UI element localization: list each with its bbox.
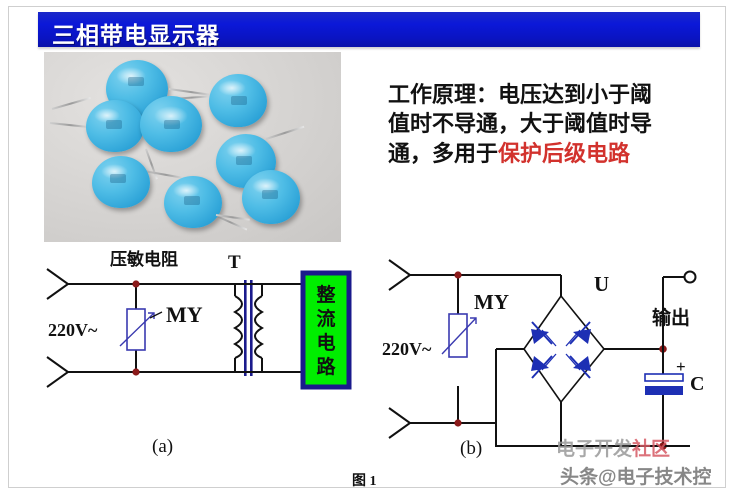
varistor-arrow-a <box>119 312 155 347</box>
figure-caption: 图 1 <box>352 474 377 489</box>
varistor-label-b: MY <box>474 290 509 314</box>
ac-terminal-b-top <box>388 259 458 291</box>
varistor-photo <box>44 52 341 242</box>
source-label-b: 220V~ <box>382 339 432 359</box>
capacitor-plate-negative <box>645 386 683 395</box>
varistor-lead <box>265 125 305 140</box>
varistor-label-a: MY <box>166 302 203 327</box>
rectifier-block-char-2: 流 <box>316 307 335 330</box>
varistor-disc <box>168 74 267 127</box>
varistor-disc <box>215 170 300 224</box>
circuit-a-label: (a) <box>152 436 173 457</box>
output-terminal-plus <box>683 270 697 284</box>
transformer-secondary <box>254 284 265 372</box>
ac-terminal-a-bottom <box>46 356 136 388</box>
watermark-community-black: 电子开发 <box>556 439 633 460</box>
capacitor-polarity-label: + <box>676 357 686 376</box>
principle-red-text: 保护后级电路 <box>498 140 631 166</box>
rectifier-block-char-4: 路 <box>316 355 336 378</box>
varistor-arrowhead-a <box>148 312 155 319</box>
transformer-label: T <box>228 252 241 273</box>
bridge-diamond-wires <box>523 295 605 403</box>
my-leader-a <box>149 311 163 319</box>
bridge-label: U <box>594 272 609 296</box>
varistor-disc <box>164 176 248 231</box>
watermark-community: 电子开发社区 <box>556 434 670 461</box>
capacitor-plate-positive <box>644 373 684 382</box>
transformer-core <box>244 280 253 376</box>
transformer-primary <box>232 284 243 372</box>
capacitor-label: C <box>690 373 704 395</box>
junction-dot <box>132 368 140 376</box>
varistor-disc <box>49 97 144 152</box>
junction-dot <box>454 419 462 427</box>
junction-dot <box>454 271 462 279</box>
varistor-arrowhead-b <box>470 317 477 324</box>
bridge-diode-bottom-right <box>565 353 591 379</box>
bridge-diode-bottom-left <box>531 353 557 379</box>
circuit-b-label: (b) <box>460 438 482 459</box>
varistor-lead <box>51 97 91 110</box>
watermark-toutiao: 头条@电子技术控 <box>560 467 712 488</box>
circuit-a: MY 220V~ T <box>46 252 352 457</box>
junction-dot <box>132 280 140 288</box>
watermark-community-red: 社区 <box>632 439 671 460</box>
varistor-arrow-b <box>441 317 477 355</box>
ac-terminal-b-bottom <box>388 407 458 439</box>
rectifier-block-a <box>300 270 352 390</box>
varistor-disc <box>92 156 188 208</box>
varistor-symbol-b <box>448 313 468 358</box>
photo-caption: 压敏电阻 <box>110 250 178 269</box>
wire-b-bridge-bottom <box>495 402 562 447</box>
ac-terminal-a-top <box>46 268 136 300</box>
rectifier-block-char-1: 整 <box>316 283 335 306</box>
principle-text: 工作原理：电压达到小于阈值时不导通，大于阈值时导通，多用于保护后级电路 <box>388 80 658 168</box>
bridge-diode-top-left <box>531 321 557 347</box>
slide-title-bar: 三相带电显示器 <box>38 12 700 48</box>
page-title: 三相带电显示器 <box>52 22 220 48</box>
output-label: 输出 <box>652 306 690 329</box>
circuit-b: 220V~ MY <box>382 259 704 459</box>
principle-black-text: 工作原理：电压达到小于阈值时不导通，大于阈值时导通，多用于 <box>388 82 653 166</box>
varistor-disc <box>140 96 202 180</box>
rectifier-block-char-3: 电 <box>316 331 335 354</box>
source-label-a: 220V~ <box>48 320 98 340</box>
circuit-schematics: MY 220V~ T <box>46 252 704 459</box>
bridge-diode-top-right <box>565 321 591 347</box>
